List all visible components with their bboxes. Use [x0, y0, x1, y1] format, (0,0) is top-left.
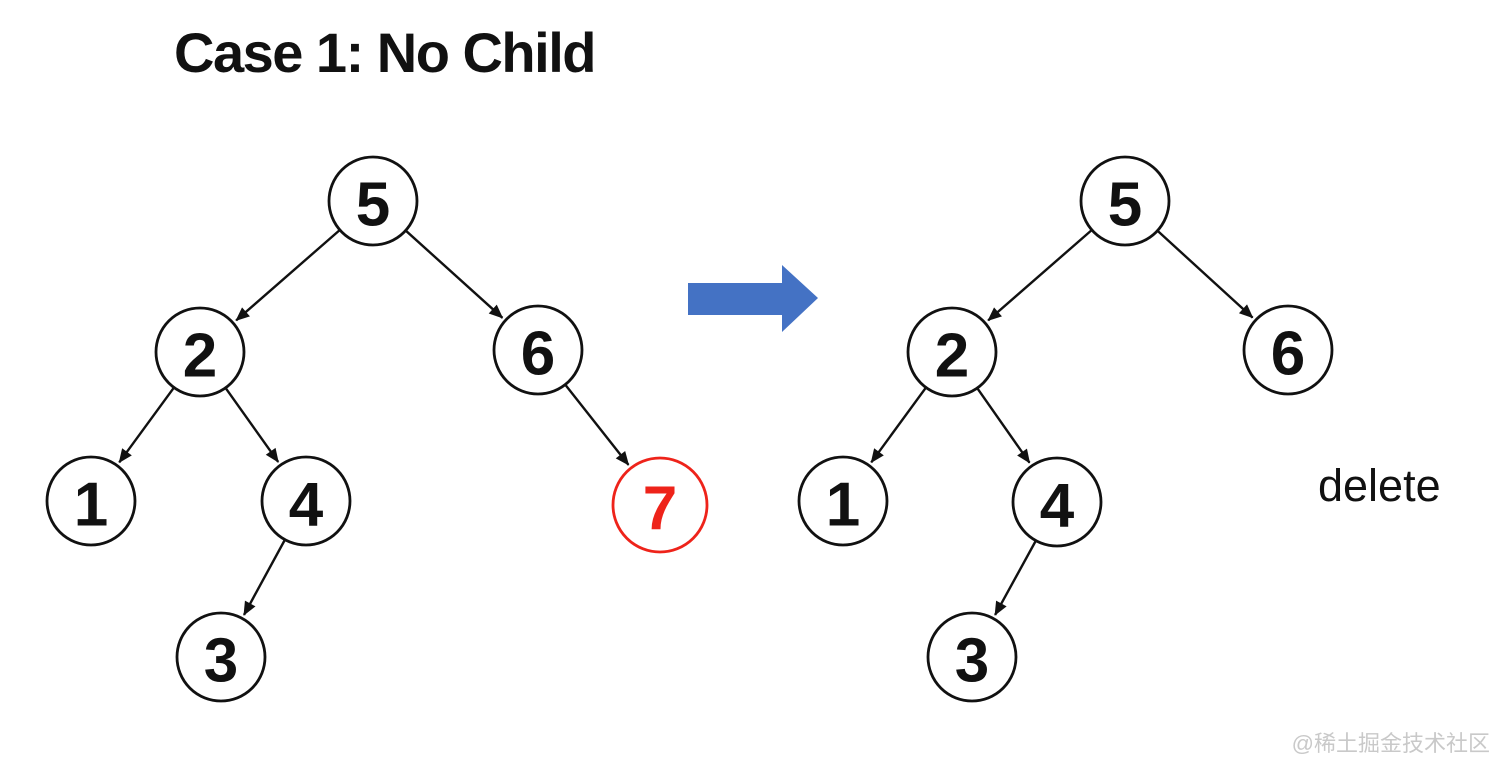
tree-edge-5-2 [987, 229, 1092, 322]
tree-node-circle-4 [1011, 456, 1103, 548]
tree-node-value-5: 5 [356, 171, 390, 240]
tree-edge-2-1 [118, 387, 175, 464]
tree-node-circle-7 [611, 456, 709, 554]
tree-node-circle-3 [926, 611, 1018, 703]
tree-node-circle-2 [154, 306, 246, 398]
tree-node-value-5: 5 [1108, 171, 1142, 240]
tree-node-circle-6 [1242, 304, 1334, 396]
tree-edge-6-7 [564, 384, 630, 466]
tree-node-circle-4 [260, 455, 352, 547]
delete-label: delete [1318, 460, 1441, 511]
tree-node-circle-3 [175, 611, 267, 703]
tree-edge-4-3 [242, 539, 286, 616]
tree-before-deletion: 5 2 6 1 4 7 3 [45, 155, 709, 703]
tree-node-value-2: 2 [935, 322, 969, 391]
tree-node-value-1: 1 [826, 471, 860, 540]
tree-node-value-3: 3 [204, 627, 238, 696]
tree-edge-5-2 [235, 229, 340, 322]
tree-node-value-4: 4 [289, 471, 324, 540]
tree-node-value-7: 7 [643, 475, 677, 544]
tree-edge-4-3 [994, 540, 1037, 616]
tree-node-value-1: 1 [74, 471, 108, 540]
tree-edge-5-6 [405, 230, 504, 319]
watermark: @稀土掘金技术社区 [1291, 731, 1490, 756]
tree-node-value-2: 2 [183, 322, 217, 391]
tree-node-circle-2 [906, 306, 998, 398]
tree-node-value-6: 6 [521, 320, 555, 389]
tree-node-value-6: 6 [1271, 320, 1305, 389]
tree-edge-5-6 [1157, 230, 1254, 319]
tree-node-circle-5 [1079, 155, 1171, 247]
tree-node-circle-5 [327, 155, 419, 247]
tree-edge-2-4 [225, 388, 280, 463]
tree-node-circle-1 [45, 455, 137, 547]
tree-node-circle-6 [492, 304, 584, 396]
tree-node-circle-1 [797, 455, 889, 547]
tree-edge-2-1 [870, 387, 927, 464]
tree-after-deletion: 5 2 6 1 4 3 [797, 155, 1334, 703]
tree-edge-2-4 [976, 388, 1031, 464]
case-title: Case 1: No Child [174, 21, 596, 84]
tree-node-value-3: 3 [955, 627, 989, 696]
transition-arrow-icon [688, 265, 818, 332]
tree-node-value-4: 4 [1040, 472, 1075, 541]
